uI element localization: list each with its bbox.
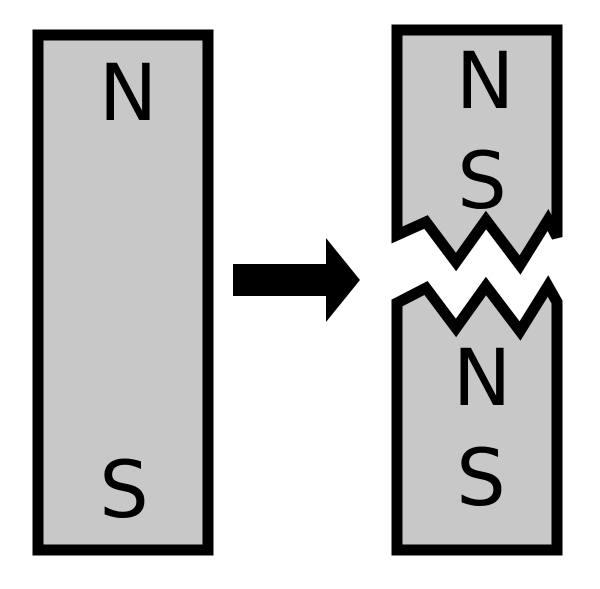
lower-piece-north-label: N bbox=[453, 334, 511, 424]
zigzag-break-icon bbox=[392, 234, 566, 314]
whole-magnet-south-label: S bbox=[99, 446, 149, 536]
upper-magnet-piece: N S bbox=[391, 24, 563, 275]
lower-magnet-piece: N S bbox=[391, 275, 563, 556]
whole-magnet-north-label: N bbox=[99, 49, 157, 139]
upper-piece-north-label: N bbox=[456, 37, 514, 127]
upper-magnet-piece-body bbox=[391, 24, 563, 275]
right-arrow-icon bbox=[233, 238, 360, 322]
whole-magnet-body bbox=[32, 29, 214, 556]
upper-piece-south-label: S bbox=[457, 137, 507, 227]
lower-piece-south-label: S bbox=[456, 434, 506, 524]
whole-magnet: N S bbox=[32, 29, 214, 556]
lower-magnet-piece-body bbox=[391, 275, 563, 556]
